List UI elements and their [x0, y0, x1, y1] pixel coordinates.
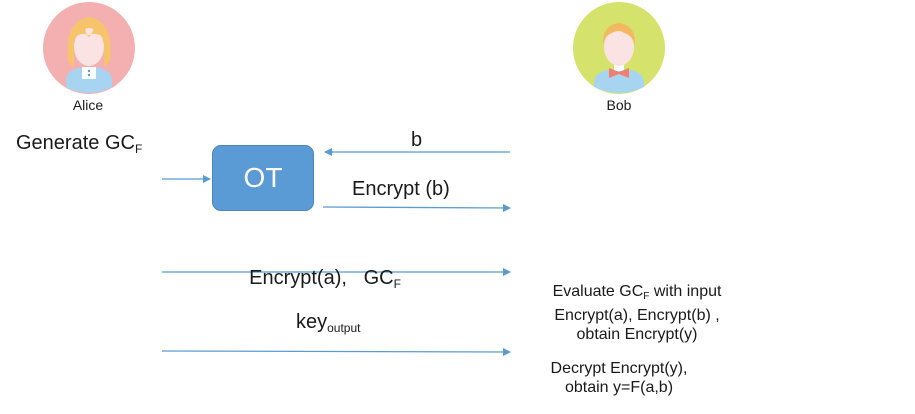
message-key-output-label: keyoutput [296, 311, 361, 335]
alice-avatar-icon [43, 2, 135, 94]
message-encrypt-b-label: Encrypt (b) [352, 178, 450, 200]
bob-name: Bob [606, 97, 632, 113]
evaluate-line-1: Evaluate GCF with input [532, 282, 742, 306]
message-encrypt-a-gc-text: Encrypt(a), GC [249, 267, 394, 289]
message-key-text: key [296, 311, 328, 333]
evaluate-line-1-sub: F [643, 291, 650, 302]
message-encrypt-a-gc-subscript: F [393, 277, 401, 291]
bob-avatar-icon [573, 2, 665, 94]
message-encrypt-a-gc-label: Encrypt(a), GCF [238, 244, 401, 291]
alice-avatar [42, 1, 136, 95]
decrypt-line-1: Decrypt Encrypt(y), [550, 360, 688, 377]
arrow-encrypt-b [322, 203, 511, 212]
evaluate-line-1-pre: Evaluate GC [552, 283, 644, 300]
evaluate-line-1-post: with input [649, 283, 722, 300]
generate-gc-label: Generate GCF [16, 132, 142, 156]
message-key-subscript: output [327, 321, 361, 335]
bob-decrypt-note: Decrypt Encrypt(y), obtain y=F(a,b) [534, 359, 704, 397]
bob-avatar [572, 1, 666, 95]
message-b-label: b [411, 129, 423, 151]
ot-label: OT [243, 162, 283, 193]
evaluate-line-2: Encrypt(a), Encrypt(b) , [554, 307, 720, 324]
alice-name: Alice [72, 97, 104, 113]
generate-gc-subscript: F [134, 142, 143, 156]
ot-box: OT [212, 145, 314, 211]
bob-evaluate-note: Evaluate GCF with input Encrypt(a), Encr… [532, 282, 742, 344]
generate-gc-text: Generate GC [16, 132, 135, 154]
decrypt-line-2: obtain y=F(a,b) [564, 379, 674, 396]
arrow-key-output [161, 347, 511, 356]
evaluate-line-3: obtain Encrypt(y) [576, 326, 698, 343]
